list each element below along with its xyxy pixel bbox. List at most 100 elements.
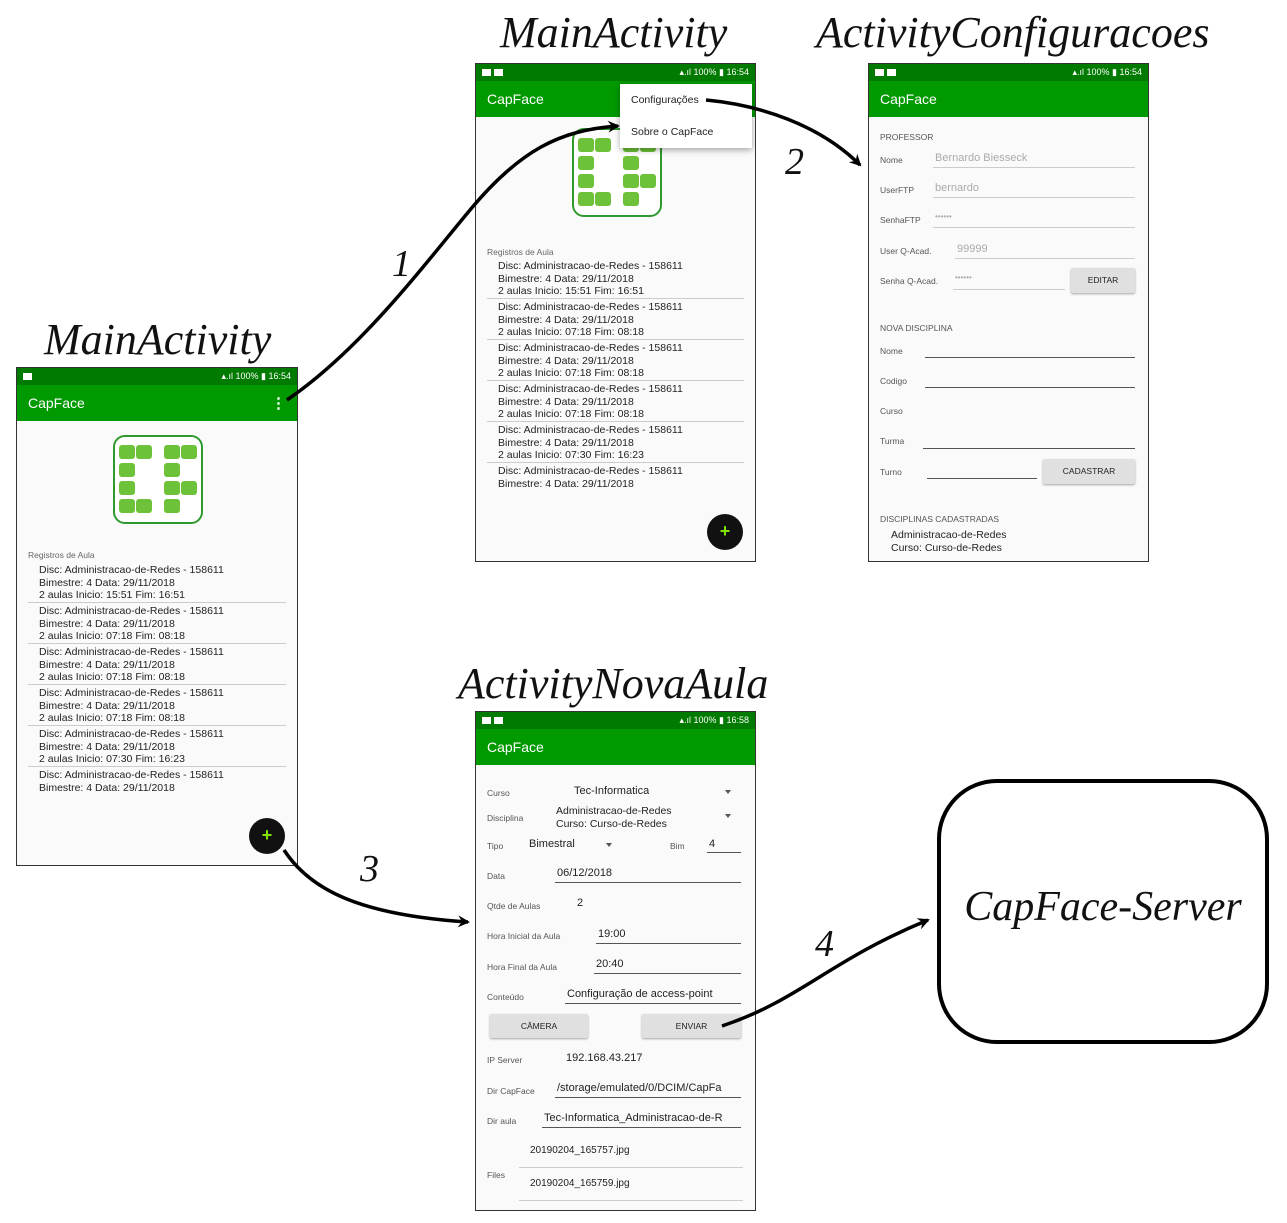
image-icon: [482, 717, 491, 724]
senhaftp-field[interactable]: ••••••: [935, 212, 952, 221]
n-nome-label: Nome: [880, 346, 903, 356]
notification-icon: [887, 69, 896, 76]
battery-icon: ▮: [716, 67, 727, 77]
n-curso-label: Curso: [880, 406, 903, 416]
tipo-select[interactable]: Bimestral: [529, 838, 575, 850]
nome-field[interactable]: Bernardo Biesseck: [935, 152, 1028, 164]
menu-item-sobre[interactable]: Sobre o CapFace: [631, 126, 714, 138]
n-turno-field[interactable]: [927, 478, 1037, 479]
divider: [487, 339, 744, 340]
file-item[interactable]: 20190204_165759.jpg: [530, 1178, 630, 1189]
menu-item-configuracoes[interactable]: Configurações: [631, 94, 699, 106]
battery-level: 100%: [693, 67, 717, 77]
nova-disciplina-header: NOVA DISCIPLINA: [880, 323, 953, 333]
signal-icon: ▴.ıl: [679, 67, 694, 77]
ip-field[interactable]: 192.168.43.217: [566, 1052, 643, 1064]
divider: [28, 684, 286, 685]
senhaq-field[interactable]: ••••••: [955, 273, 972, 282]
editar-button[interactable]: EDITAR: [1071, 268, 1135, 293]
add-fab-button[interactable]: +: [249, 818, 285, 854]
title-main-top: MainActivity: [500, 8, 728, 57]
n-nome-field[interactable]: [925, 357, 1135, 358]
notification-icon: [494, 717, 503, 724]
divider: [487, 462, 744, 463]
userq-field[interactable]: 99999: [957, 243, 988, 255]
hora-ini-field[interactable]: 19:00: [598, 928, 626, 940]
server-label: CapFace-Server: [964, 884, 1242, 930]
hora-ini-underline: [596, 943, 741, 944]
battery-icon: ▮: [258, 371, 269, 381]
hora-fim-field[interactable]: 20:40: [596, 958, 624, 970]
divider: [487, 298, 744, 299]
divider: [487, 380, 744, 381]
battery-level: 100%: [1086, 67, 1110, 77]
curso-select[interactable]: Tec-Informatica: [574, 785, 650, 797]
n-codigo-field[interactable]: [925, 387, 1135, 388]
phone-configuracoes: ▴.ıl 100% ▮ 16:54 CapFace PROFESSOR Nome…: [868, 63, 1149, 562]
tipo-dropdown-icon[interactable]: [606, 843, 612, 847]
capface-logo: [113, 435, 203, 524]
camera-button[interactable]: CÂMERA: [490, 1014, 588, 1038]
n-turma-field[interactable]: [923, 448, 1135, 449]
conteudo-underline: [565, 1003, 741, 1004]
curso-dropdown-icon[interactable]: [725, 790, 731, 794]
disciplina-dropdown-icon[interactable]: [725, 814, 731, 818]
divider: [519, 1167, 743, 1168]
app-bar: CapFace: [869, 81, 1148, 117]
data-field[interactable]: 06/12/2018: [557, 867, 613, 879]
phone-main-left: ▴.ıl 100% ▮ 16:54 CapFace ⋮ Registros de…: [16, 367, 298, 866]
step-2-label: 2: [785, 141, 804, 183]
diraula-field[interactable]: Tec-Informatica_Administracao-de-R: [544, 1112, 723, 1124]
status-right: ▴.ıl 100% ▮ 16:54: [679, 67, 749, 78]
cadastrar-button[interactable]: CADASTRAR: [1043, 459, 1135, 484]
status-bar: ▴.ıl 100% ▮ 16:54: [17, 368, 297, 385]
phone-nova-aula: ▴.ıl 100% ▮ 16:58 CapFace Curso Tec-Info…: [475, 711, 756, 1211]
battery-icon: ▮: [1109, 67, 1120, 77]
files-label: Files: [487, 1170, 505, 1180]
qtde-label: Qtde de Aulas: [487, 901, 541, 911]
dircap-field[interactable]: /storage/emulated/0/DCIM/CapFa: [557, 1082, 722, 1094]
add-fab-button[interactable]: +: [707, 514, 743, 550]
arrow-1: [286, 120, 620, 402]
overflow-menu: Configurações Sobre o CapFace: [620, 84, 752, 148]
overflow-menu-icon[interactable]: ⋮: [271, 394, 286, 412]
n-turno-label: Turno: [880, 467, 902, 477]
conteudo-label: Conteúdo: [487, 992, 524, 1002]
ip-label: IP Server: [487, 1055, 523, 1065]
hora-fim-label: Hora Final da Aula: [487, 962, 557, 972]
diraula-label: Dir aula: [487, 1116, 517, 1126]
phone-main-top: ▴.ıl 100% ▮ 16:54 CapFace Configurações …: [475, 63, 756, 562]
qtde-field[interactable]: 2: [577, 897, 584, 909]
bim-underline: [707, 852, 741, 853]
nome-underline: [933, 167, 1135, 168]
bim-field[interactable]: 4: [709, 838, 716, 850]
signal-icon: ▴.ıl: [221, 371, 236, 381]
conteudo-field[interactable]: Configuração de access-point: [567, 988, 713, 1000]
userq-underline: [955, 258, 1135, 259]
senhaftp-underline: [933, 227, 1135, 228]
senhaq-underline: [953, 289, 1065, 290]
status-right: ▴.ıl 100% ▮ 16:54: [1072, 67, 1142, 78]
app-title: CapFace: [487, 739, 544, 755]
divider: [487, 421, 744, 422]
userftp-field[interactable]: bernardo: [935, 182, 980, 194]
signal-icon: ▴.ıl: [1072, 67, 1087, 77]
file-item[interactable]: 20190204_165757.jpg: [530, 1145, 630, 1156]
curso-label: Curso: [487, 788, 510, 798]
app-title: CapFace: [880, 91, 937, 107]
notification-icon: [494, 69, 503, 76]
